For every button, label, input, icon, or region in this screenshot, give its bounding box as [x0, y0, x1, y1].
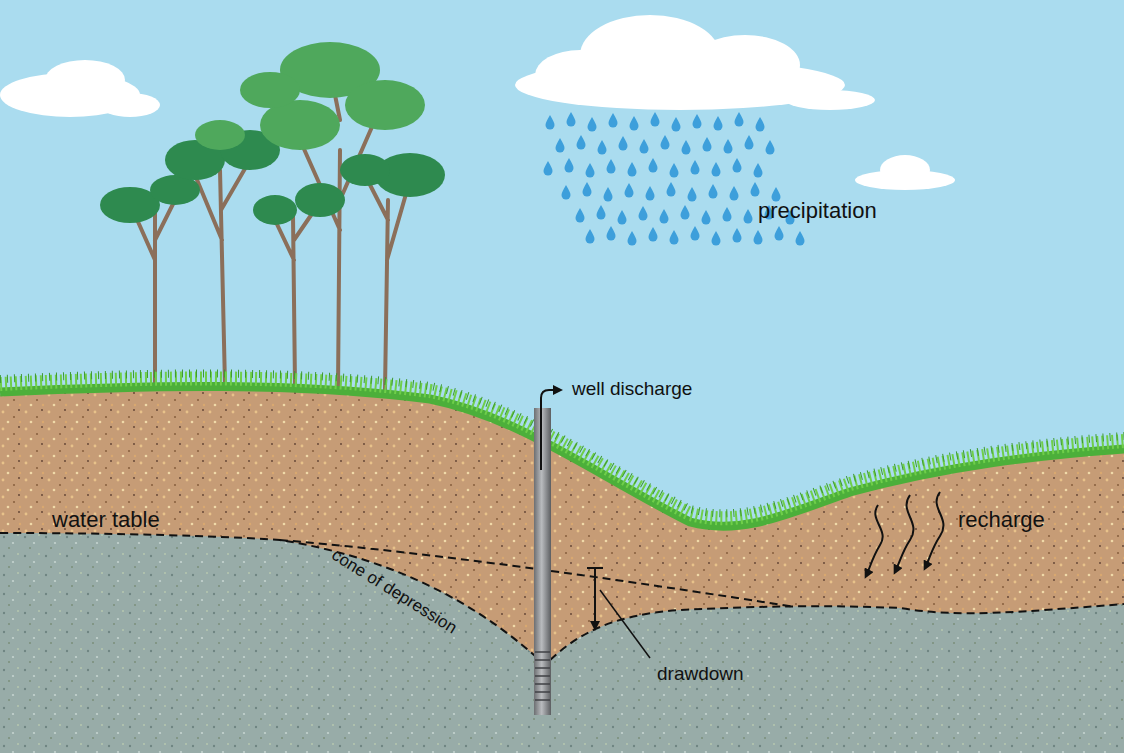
zone-label: water table — [52, 509, 160, 531]
saturated-zone — [0, 533, 1124, 753]
weather-label: precipitation — [758, 200, 877, 222]
water-table-line — [0, 533, 1124, 665]
well-label: well discharge — [572, 379, 692, 398]
cloud — [0, 60, 160, 117]
cloud — [855, 155, 955, 190]
recharge-arrows — [866, 492, 943, 576]
process-label: recharge — [958, 509, 1045, 531]
drawdown-label: drawdown — [657, 664, 744, 683]
trees — [100, 42, 445, 390]
unsaturated-soil — [0, 389, 1124, 753]
rain-drops — [544, 112, 805, 246]
well-pipe — [534, 408, 551, 715]
grass — [0, 373, 1124, 526]
cloud — [515, 15, 875, 110]
drawdown-marker — [587, 568, 650, 658]
discharge-arrow — [541, 390, 560, 470]
